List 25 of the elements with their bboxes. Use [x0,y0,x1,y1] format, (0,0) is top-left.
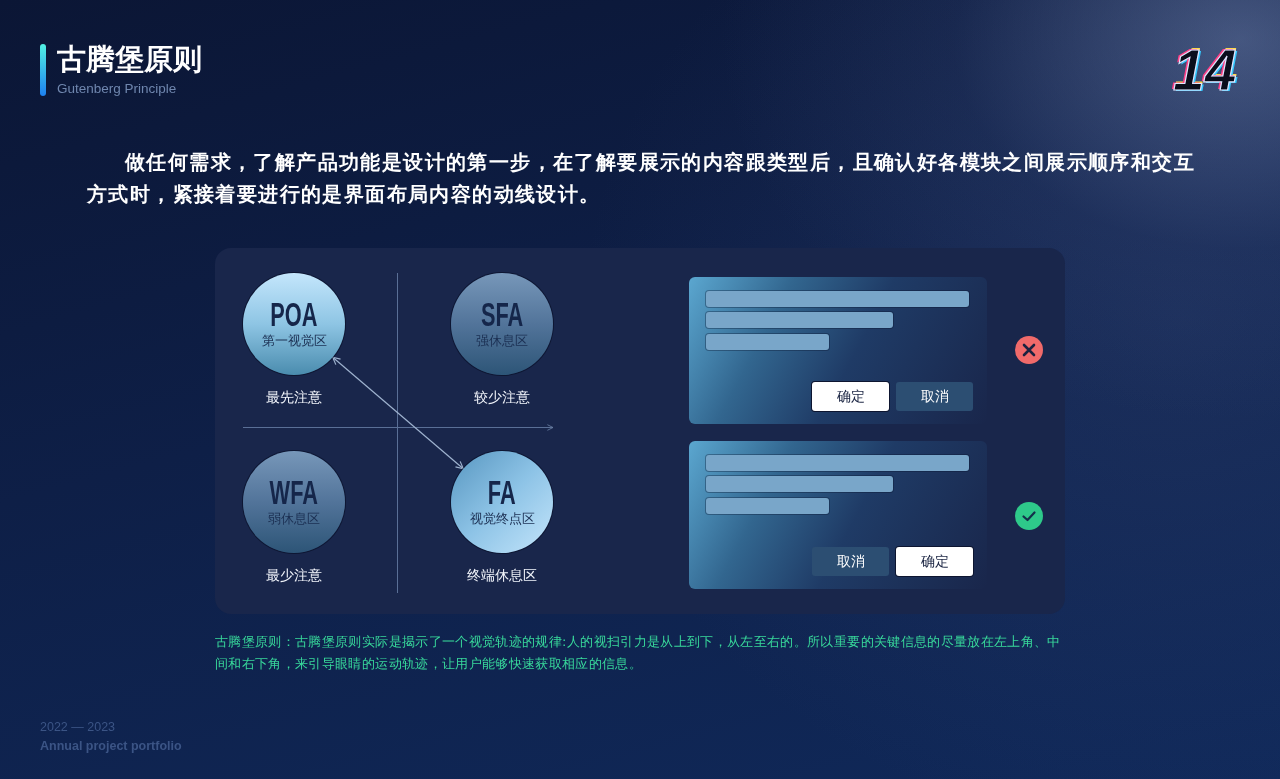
zone-code: SFA [480,299,524,329]
double-arrow [332,356,464,470]
intro-paragraph: 做任何需求，了解产品功能是设计的第一步，在了解要展示的内容跟类型后，且确认好各模块之间展示顺序和交互方式时，紧接着要进行的是界面布局内容的动线设计。 [87,149,1196,208]
primary-button: 确定 [812,382,889,411]
zone-caption: 最先注意 [266,389,322,405]
zone-code: WFA [269,477,319,507]
panel [215,248,1065,614]
zone-label: 第一视觉区 [261,333,327,349]
zone-label: 视觉终点区 [469,511,535,527]
zone-label: 弱休息区 [268,511,320,527]
dialog-card [689,441,987,589]
zone-code: POA [270,299,318,329]
zone-caption: 最少注意 [266,567,322,583]
zone-label: 强休息区 [476,333,528,349]
caption: 古腾堡原则：古腾堡原则实际是揭示了一个视觉轨迹的规律:人的视扫引力是从上到下，从左至右的。所以重要的关键信息的尽量放在左上角、中间和右下角，来引导眼睛的运动轨迹，让用户能够快速获取相应的信息。 [215,633,1062,673]
dialog-card [689,277,987,424]
secondary-button: 取消 [896,382,973,411]
page-number: 14 [1173,44,1237,96]
zone-caption: 较少注意 [474,389,530,405]
zone-caption: 终端休息区 [467,567,537,583]
title: 古腾堡原则 [57,41,202,77]
zone-code: FA [488,477,516,507]
secondary-button: 取消 [812,547,889,576]
primary-button: 确定 [896,547,973,576]
subtitle: Gutenberg Principle [57,80,177,97]
